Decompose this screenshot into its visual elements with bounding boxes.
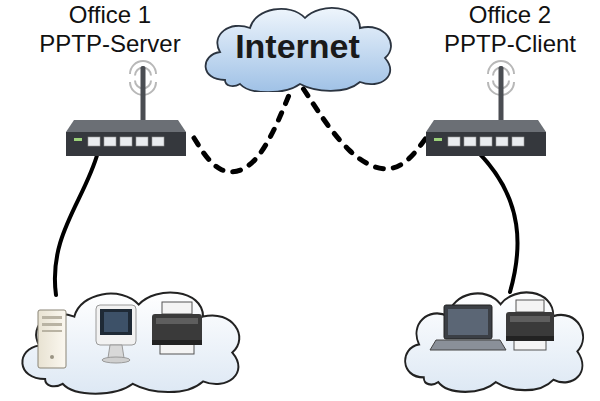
printer — [152, 302, 202, 354]
site-label: PPTP-Client — [426, 29, 594, 58]
tower-pc — [38, 310, 66, 368]
lan-cloud — [22, 293, 239, 394]
ethernet-port — [136, 137, 148, 146]
site-label: Office 2 — [426, 0, 594, 29]
status-led — [434, 138, 442, 141]
cloud-label: Internet — [235, 27, 360, 66]
router-top — [66, 120, 186, 132]
site-label: Office 1 — [26, 0, 194, 29]
ethernet-port — [88, 137, 100, 146]
site-label: PPTP-Server — [26, 29, 194, 58]
router-body — [66, 132, 186, 156]
vpn-tunnel-link — [194, 89, 292, 172]
printer — [506, 300, 554, 350]
internet-cloud: Internet — [195, 0, 400, 92]
ethernet-port — [480, 137, 492, 146]
antenna — [141, 66, 146, 126]
router-body — [426, 132, 546, 156]
ethernet-port — [512, 137, 524, 146]
ethernet-port — [448, 137, 460, 146]
ethernet-port — [464, 137, 476, 146]
ethernet-port — [496, 137, 508, 146]
lan-cable — [478, 152, 518, 292]
router-top — [426, 120, 546, 132]
desktop-computer — [96, 305, 136, 363]
router-site: Office 2PPTP-Client — [426, 0, 594, 162]
ethernet-port — [120, 137, 132, 146]
ethernet-port — [104, 137, 116, 146]
lan-cloud — [405, 292, 583, 391]
lan-cable — [55, 152, 98, 295]
status-led — [74, 138, 82, 141]
laptop — [430, 305, 506, 350]
router-site: Office 1PPTP-Server — [26, 0, 194, 162]
vpn-tunnel-link — [304, 89, 427, 169]
cloud-outline — [206, 8, 391, 92]
antenna — [499, 66, 504, 126]
ethernet-port — [152, 137, 164, 146]
